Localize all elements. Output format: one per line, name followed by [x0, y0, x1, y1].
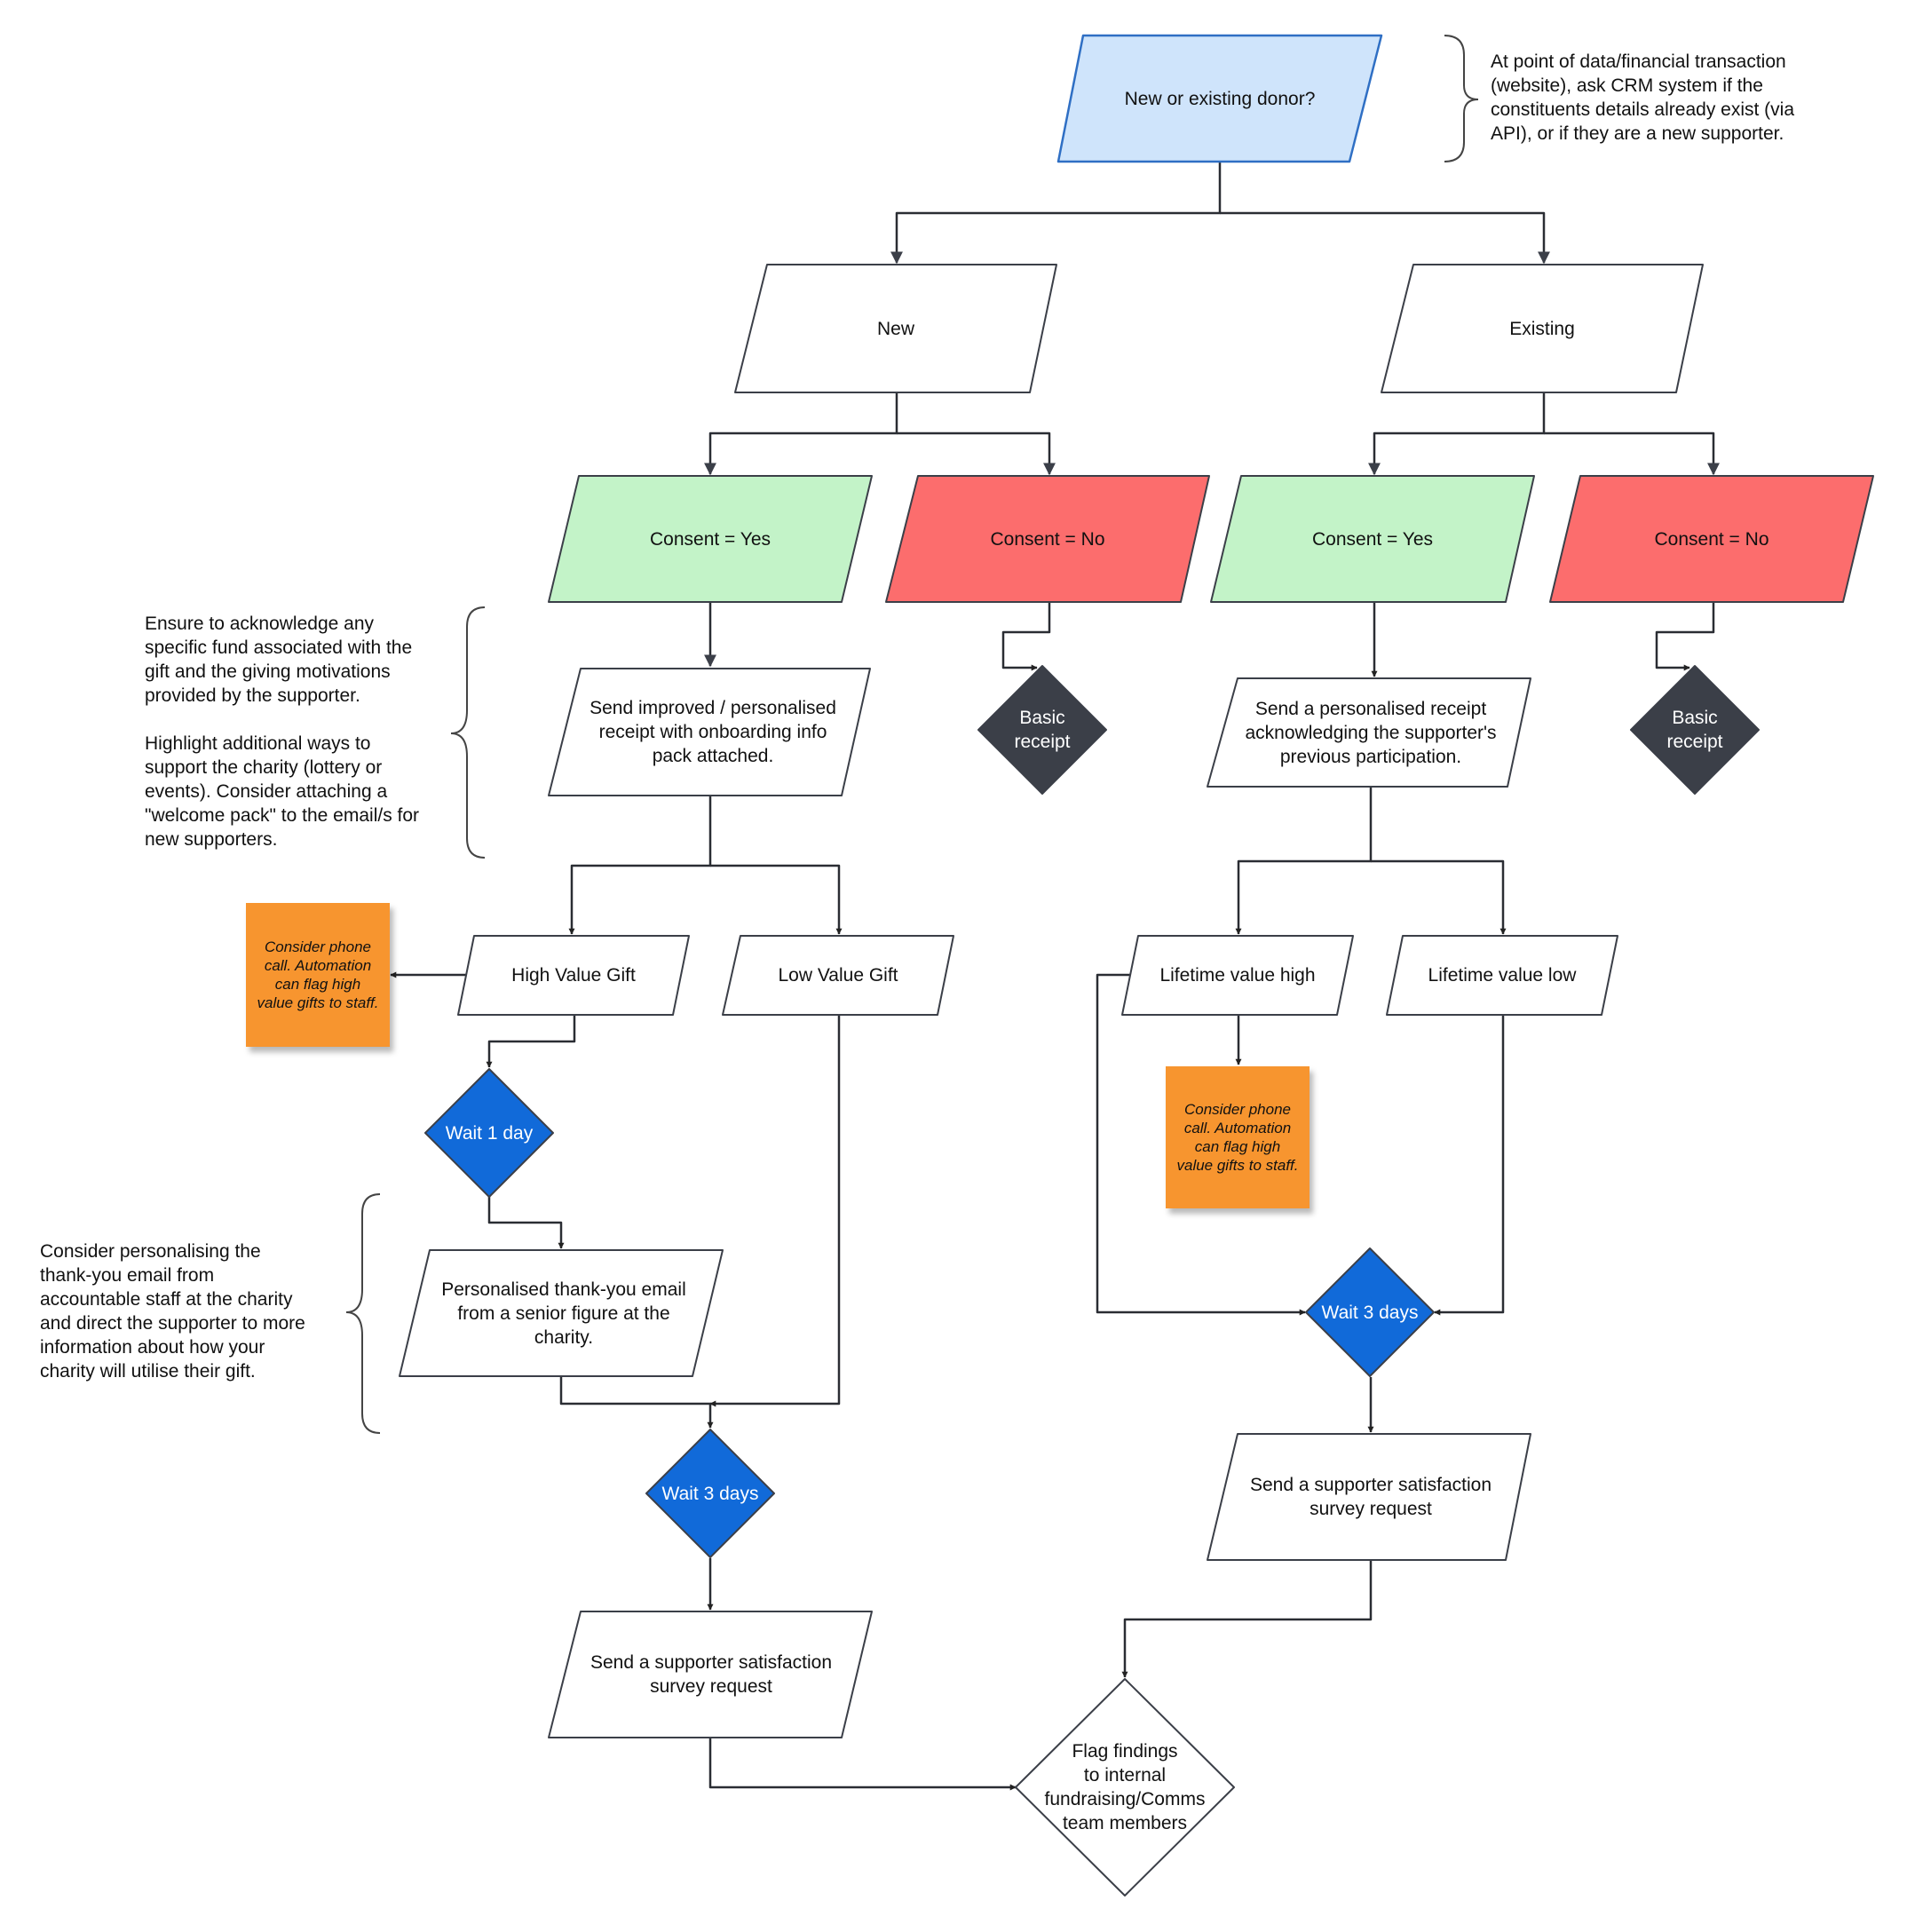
start-node-shape[interactable]	[1056, 34, 1383, 163]
lifetime-value-low-shape[interactable]	[1386, 935, 1618, 1016]
new-basic-receipt-shape[interactable]	[977, 665, 1107, 795]
existing-consent-yes-shape[interactable]	[1210, 475, 1535, 603]
new-survey-shape[interactable]	[548, 1611, 873, 1738]
connector-existing-receipt-to-lifetime-high	[1235, 787, 1373, 935]
existing-consent-no-shape[interactable]	[1549, 475, 1874, 603]
connector-existing-to-consent-no	[1544, 432, 1720, 476]
connector-existing-survey-to-flag	[1121, 1560, 1373, 1678]
existing-wait-3-days-shape[interactable]	[1305, 1247, 1435, 1377]
high-value-gift-shape[interactable]	[457, 935, 690, 1016]
existing-survey-shape[interactable]	[1207, 1433, 1531, 1561]
connector-low-value-to-wait	[709, 1015, 841, 1407]
connector-new-no-to-basic	[1001, 602, 1051, 671]
connector-existing-to-consent-yes	[1368, 392, 1546, 476]
connector-new-to-consent-no	[897, 432, 1056, 476]
brace-personalise	[345, 1193, 381, 1434]
connector-lifetime-low-to-wait	[1434, 1015, 1505, 1316]
sticky-note-high-value[interactable]: Consider phone call. Automation can flag…	[246, 903, 390, 1047]
new-consent-yes-shape[interactable]	[548, 475, 873, 603]
connector-lifetime-high-to-wait	[1096, 973, 1306, 1316]
connector-new-to-consent-yes	[704, 392, 898, 476]
connector-existing-no-to-basic	[1655, 602, 1715, 671]
connector-receipt-to-low-value	[710, 864, 843, 935]
lifetime-value-high-shape[interactable]	[1121, 935, 1354, 1016]
new-wait-3-days-shape[interactable]	[645, 1429, 775, 1558]
new-consent-no-shape[interactable]	[885, 475, 1210, 603]
brace-acknowledge	[450, 606, 486, 859]
thank-you-email-shape[interactable]	[399, 1249, 724, 1377]
connector-existing-receipt-to-lifetime-low	[1371, 859, 1507, 935]
existing-personalised-receipt-shape[interactable]	[1207, 677, 1531, 788]
connector-wait-to-thank-you	[487, 1196, 565, 1249]
wait-1-day-shape[interactable]	[424, 1068, 554, 1198]
connector-thank-you-to-wait	[559, 1376, 714, 1429]
flag-findings-shape[interactable]	[1015, 1678, 1235, 1896]
existing-basic-receipt-shape[interactable]	[1630, 665, 1760, 795]
new-branch-shape[interactable]	[734, 264, 1057, 393]
connector-start-to-new	[890, 162, 1222, 265]
low-value-gift-shape[interactable]	[722, 935, 954, 1016]
new-personalised-receipt-shape[interactable]	[548, 668, 871, 796]
brace-crm-check	[1444, 35, 1479, 162]
connector-receipt-to-high-value	[568, 796, 712, 935]
existing-branch-shape[interactable]	[1381, 264, 1704, 393]
annotation-personalise: Consider personalising the thank-you ema…	[40, 1241, 305, 1382]
connector-start-to-existing	[1220, 211, 1550, 265]
connector-high-value-to-wait	[486, 1015, 576, 1068]
annotation-crm-check: At point of data/financial transaction (…	[1491, 51, 1794, 144]
sticky-note-lifetime-high[interactable]: Consider phone call. Automation can flag…	[1166, 1066, 1310, 1208]
connector-survey-to-flag	[708, 1738, 1017, 1791]
annotation-acknowledge: Ensure to acknowledge any specific fund …	[145, 614, 420, 850]
